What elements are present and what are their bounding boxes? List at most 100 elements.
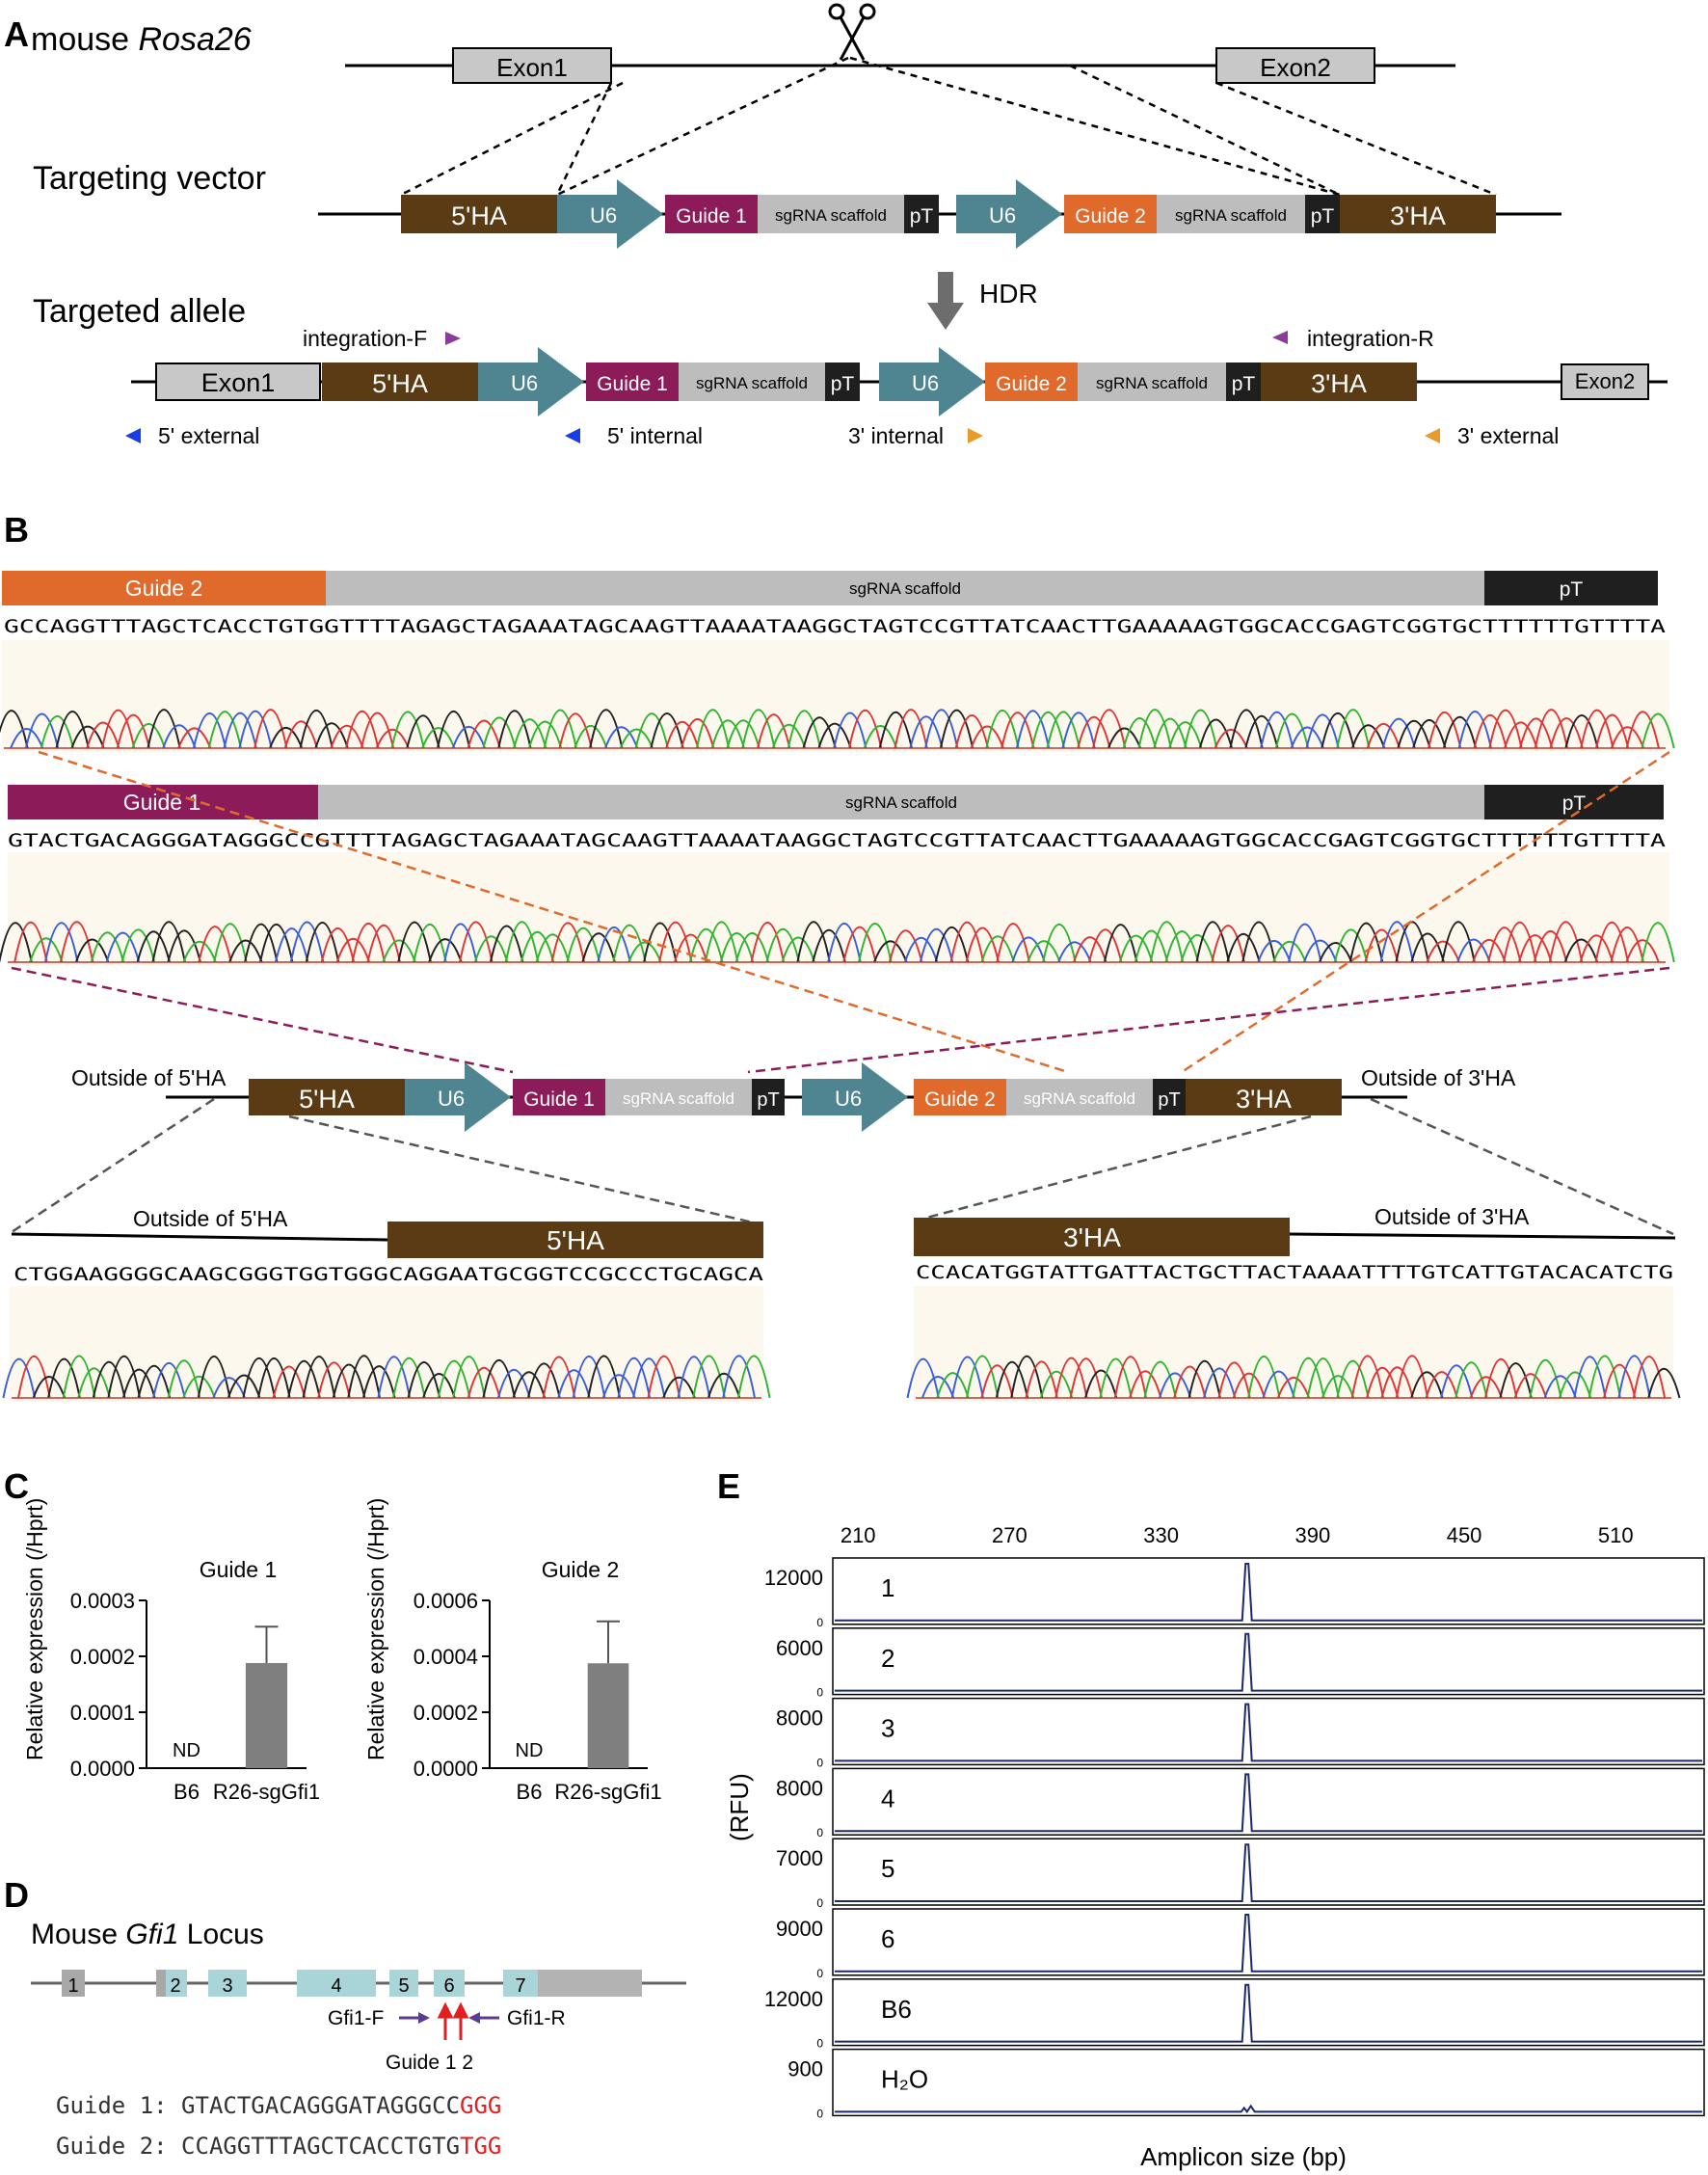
trace-peak <box>213 923 248 963</box>
vector-u6-arrow-2 <box>956 179 1062 249</box>
int3-arrow-icon <box>968 428 983 443</box>
trace-peak <box>1016 710 1051 749</box>
trace-peak <box>662 1377 696 1399</box>
trace-peak <box>136 930 171 963</box>
trace-peak <box>1503 921 1537 963</box>
trace-peak <box>1149 921 1185 963</box>
trace-peak <box>1092 709 1127 749</box>
chart-e-xlabel: Amplicon size (bp) <box>1140 2142 1347 2171</box>
junction-5ha: Outside of 5'HA 5'HA CTGGAAGGGGCAAGCGGGT… <box>2 1206 771 1402</box>
y-max-label: 12000 <box>764 1566 823 1590</box>
trace-peak <box>1027 940 1061 963</box>
trace-peak <box>513 718 547 749</box>
trace-peak <box>351 923 386 963</box>
panel-b-letter: B <box>4 510 29 550</box>
trace-peak <box>77 1367 111 1399</box>
x-tick-label: B6 <box>517 1780 543 1804</box>
trace-peak <box>619 728 654 749</box>
y-tick-label: 0.0004 <box>414 1645 478 1669</box>
trace-peak <box>1457 711 1492 749</box>
track1-guide2-label: Guide 2 <box>125 576 203 601</box>
trace-peak <box>1214 729 1248 749</box>
trace-peak <box>632 1357 666 1399</box>
junction5-trace <box>2 1355 771 1399</box>
trace-peak <box>1088 928 1123 963</box>
trace-peak <box>750 921 786 963</box>
trace-peak <box>1143 1360 1177 1399</box>
ext3-label: 3' external <box>1457 423 1559 448</box>
chart-title: Guide 2 <box>542 1557 620 1582</box>
x-tick-label: 450 <box>1447 1523 1482 1547</box>
rosa26-locus-title: mouse Rosa26 <box>31 21 252 58</box>
trace-peak <box>1499 1362 1533 1399</box>
gfi1-exon6-box <box>434 1970 465 1997</box>
trace-peak <box>269 727 304 749</box>
trace-peak <box>848 710 883 749</box>
trace-peak <box>422 1373 456 1399</box>
y-tick-label: 0.0003 <box>70 1589 135 1613</box>
gfi1-f-arrow-icon <box>399 2012 430 2024</box>
trace-peak <box>719 931 755 963</box>
trace-peak <box>482 716 517 749</box>
vector-5ha-box <box>401 195 557 233</box>
trace-peak <box>934 926 970 963</box>
vector-guide1-box <box>665 195 758 233</box>
trace-peak <box>257 1357 291 1399</box>
trace-peak <box>314 722 349 749</box>
trace-peak <box>1274 712 1310 749</box>
trace-peak <box>954 714 989 749</box>
allele-pt-label-1: pT <box>831 373 855 395</box>
gfi1-exon1-box <box>62 1970 85 1997</box>
trace-peak <box>0 922 33 963</box>
sample-label: 5 <box>881 1854 894 1883</box>
trace-peak <box>151 921 186 963</box>
trace-peak <box>1610 726 1645 749</box>
trace-peak <box>688 928 724 963</box>
trace-peak <box>90 931 125 963</box>
trace-peak <box>1484 1358 1518 1399</box>
trace-peak <box>116 713 150 749</box>
trace-peak <box>1381 717 1416 749</box>
ext5-label: 5' external <box>158 423 259 448</box>
trace-peak <box>1336 709 1371 749</box>
map-pt-box-2 <box>1153 1079 1186 1115</box>
junction5-outside-label: Outside of 5'HA <box>133 1206 288 1231</box>
gfi1-locus-title: Mouse Gfi1 Locus <box>31 1919 264 1950</box>
trace-peak <box>995 1361 1029 1399</box>
map-u6-arrow-2 <box>802 1062 908 1132</box>
trace-peak <box>223 712 257 749</box>
vector-guide2-box <box>1064 195 1157 233</box>
trace-peak <box>873 940 908 963</box>
map-outside3-label: Outside of 3'HA <box>1361 1065 1516 1090</box>
trace-peak <box>1057 941 1092 963</box>
junction5-sequence: CTGGAAGGGGCAAGCGGGTGGTGGGCAGGAATGCGGTCCG… <box>13 1264 764 1285</box>
trace-peak <box>1441 921 1476 963</box>
trace-peak <box>1579 934 1615 963</box>
trace-peak <box>452 1356 486 1399</box>
trace-peak <box>1588 1355 1621 1399</box>
allele-guide1-box <box>586 362 679 401</box>
trace-peak <box>1469 1376 1503 1399</box>
trace-peak <box>283 720 318 749</box>
trace-peak <box>627 941 662 963</box>
vector-scaffold-label-1: sgRNA scaffold <box>775 206 887 225</box>
map-scaffold-label-1: sgRNA scaffold <box>623 1089 734 1108</box>
trace-peak <box>1054 1356 1088 1399</box>
vector-3ha-box <box>1340 195 1496 233</box>
trace-peak <box>1513 1373 1548 1399</box>
vector-pt-label-1: pT <box>910 205 934 228</box>
sample-label: H₂O <box>881 2065 928 2094</box>
trace-peak <box>238 710 273 749</box>
trace-peak <box>589 709 624 749</box>
trace-peak <box>1426 940 1460 963</box>
y-max-label: 900 <box>787 2057 823 2081</box>
allele-exon2-box <box>1561 363 1649 400</box>
trace-peak <box>601 1374 636 1399</box>
trace-peak <box>787 710 821 749</box>
trace-peak <box>647 1355 681 1399</box>
trace-peak <box>520 930 555 963</box>
trace-peak <box>1001 712 1035 749</box>
track2-trace <box>0 921 1675 963</box>
y-tick-label: 0.0006 <box>414 1589 478 1613</box>
trace-peak <box>1563 938 1599 963</box>
